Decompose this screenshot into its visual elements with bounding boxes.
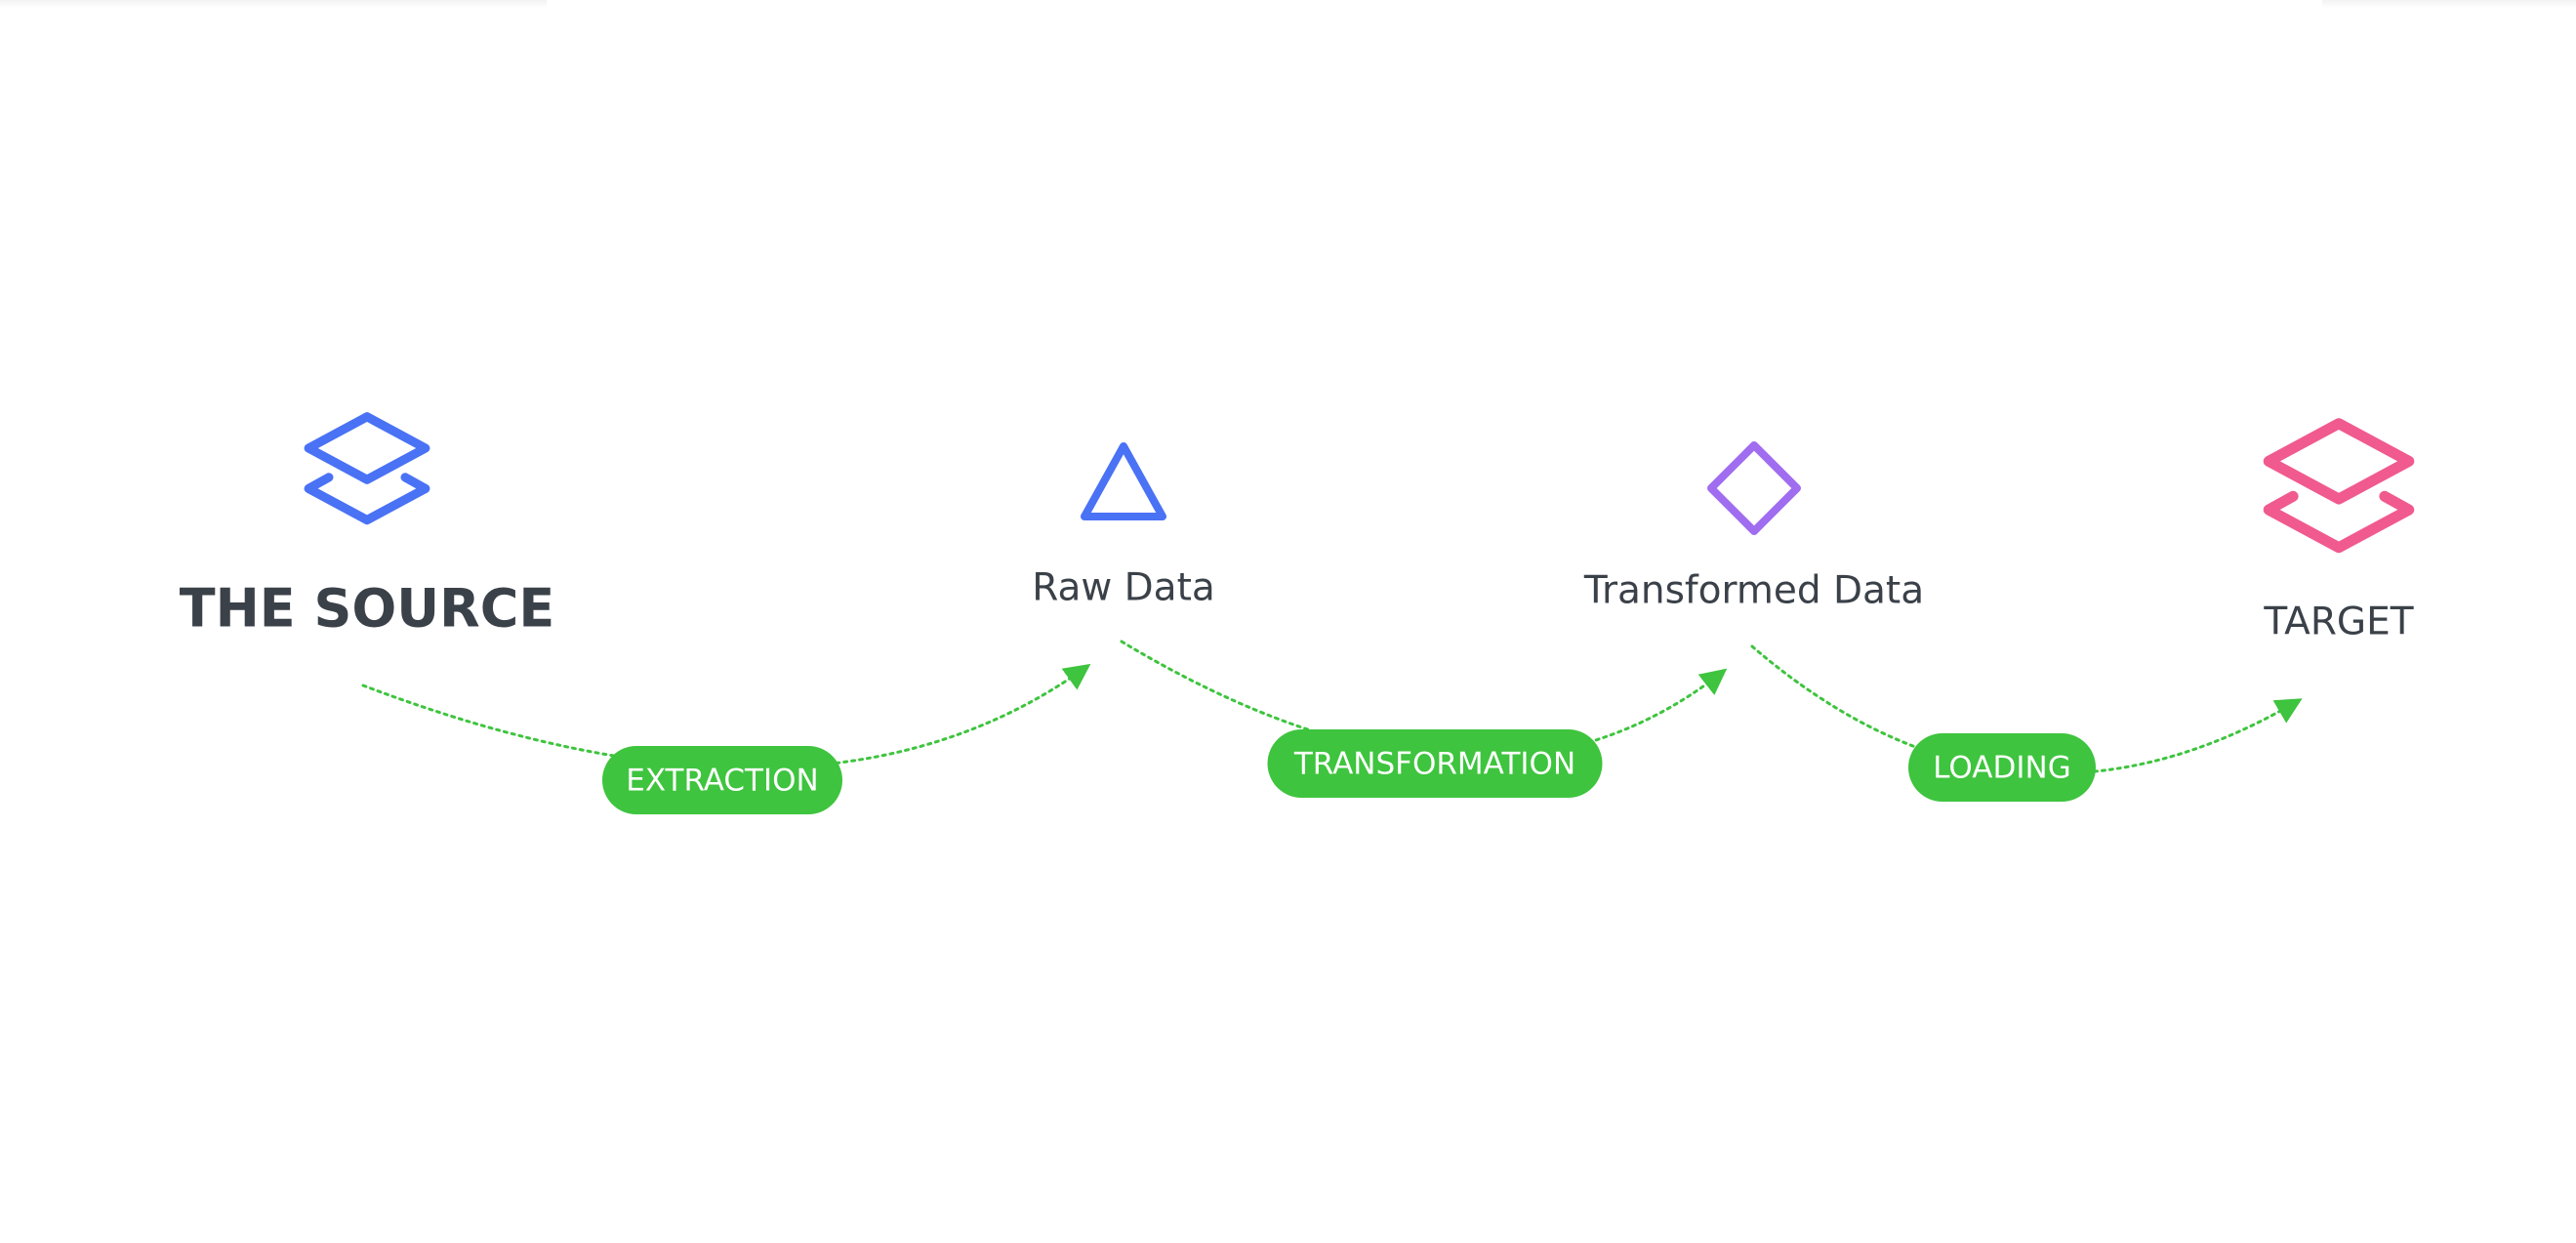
diamond-shape — [1707, 441, 1801, 535]
edge-arrow — [361, 663, 1091, 769]
edge-label: EXTRACTION — [626, 764, 818, 799]
layer-top — [2263, 418, 2415, 505]
edge-label-pill: TRANSFORMATION — [1267, 729, 1603, 798]
layer-bottom — [2263, 490, 2415, 554]
triangle-shape — [1081, 442, 1166, 520]
edge-raw-transformed: TRANSFORMATION — [1120, 640, 1728, 798]
top-edge-shadow — [0, 0, 547, 8]
node-label: THE SOURCE — [180, 578, 554, 640]
pill-background — [1908, 733, 2096, 802]
edge-transformed-target: LOADING — [1750, 644, 2303, 802]
layers-icon — [2263, 418, 2415, 554]
edges-layer: EXTRACTION TRANSFORMATION LOADING — [361, 640, 2303, 814]
layers-icon — [304, 412, 430, 525]
top-edge-shadow — [2322, 0, 2576, 8]
node-source: THE SOURCE — [180, 412, 554, 640]
diamond-icon — [1707, 441, 1801, 535]
layer-bottom — [304, 473, 430, 525]
node-transformed: Transformed Data — [1583, 441, 1924, 613]
edge-label-pill: EXTRACTION — [602, 746, 842, 814]
edge-label: TRANSFORMATION — [1293, 747, 1575, 782]
triangle-icon — [1081, 442, 1166, 520]
node-label: TARGET — [2263, 601, 2413, 644]
edge-label-pill: LOADING — [1908, 733, 2096, 802]
node-target: TARGET — [2263, 418, 2415, 644]
pill-background — [602, 746, 842, 814]
edge-source-raw: EXTRACTION — [361, 663, 1091, 814]
node-label: Raw Data — [1032, 566, 1215, 610]
layer-top — [304, 412, 430, 484]
node-label: Transformed Data — [1583, 569, 1924, 613]
edge-label: LOADING — [1933, 751, 2070, 786]
node-raw: Raw Data — [1032, 442, 1215, 610]
pill-background — [1267, 729, 1603, 798]
